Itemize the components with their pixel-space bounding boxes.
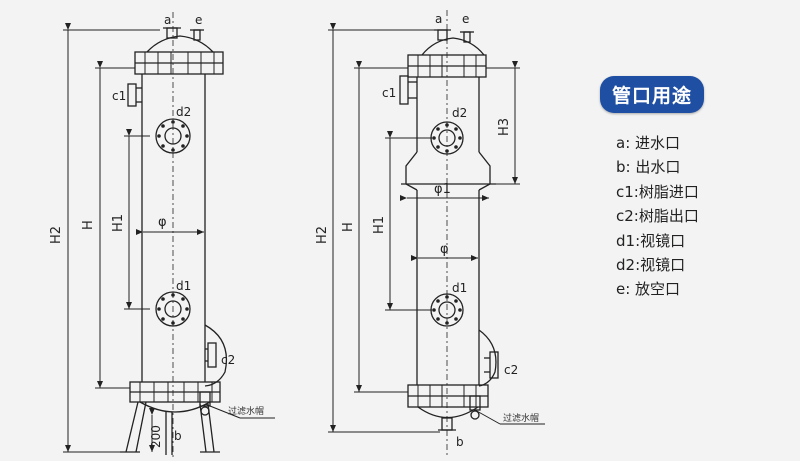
- right-bottom-bulge: [478, 329, 497, 387]
- right-nozzle-a: [437, 29, 448, 41]
- right-bottom-head: [417, 406, 479, 419]
- legend-item-c2: c2:树脂出口: [616, 207, 699, 226]
- left-bottom-head: [139, 401, 211, 413]
- right-label-H: H: [341, 222, 356, 232]
- left-nozzle-c1: [127, 83, 137, 107]
- legend-item-e: e: 放空口: [616, 280, 681, 299]
- left-label-phi: φ: [158, 215, 167, 230]
- right-labels: a e c1 d2 d1 c2 H2 H H1 H3 φ1 φ b 过滤水帽: [315, 12, 539, 449]
- left-label-H2: H2: [49, 226, 64, 244]
- right-top-head: [421, 37, 485, 56]
- left-nozzle-e: [193, 29, 201, 41]
- left-label-H1: H1: [111, 214, 126, 232]
- right-vessel: [328, 10, 545, 458]
- legend-item-d2: d2:视镜口: [616, 256, 686, 275]
- left-vessel: [63, 12, 275, 458]
- right-label-phi1: φ1: [434, 182, 451, 197]
- left-labels: a e c1 d2 d1 c2 H2 H H1 φ 200 b 过滤水帽: [49, 13, 264, 448]
- left-label-filter-cap: 过滤水帽: [228, 405, 264, 417]
- right-label-e: e: [462, 12, 469, 26]
- right-label-filter-cap: 过滤水帽: [503, 412, 539, 424]
- left-nozzle-c2: [207, 342, 217, 368]
- right-expansion-left: [405, 151, 418, 191]
- nozzle-legend: 管口用途 a: 进水口 b: 出水口 c1:树脂进口 c2:树脂出口 d1:视镜…: [600, 76, 790, 302]
- right-expansion-right: [478, 151, 491, 191]
- right-nozzle-c2: [489, 351, 499, 379]
- legend-list: a: 进水口 b: 出水口 c1:树脂进口 c2:树脂出口 d1:视镜口 d2:…: [616, 131, 790, 302]
- right-label-c2: c2: [504, 363, 518, 377]
- right-label-phi: φ: [440, 242, 449, 257]
- right-label-H2: H2: [315, 226, 330, 244]
- right-label-H1: H1: [372, 216, 387, 234]
- left-label-c2: c2: [221, 353, 235, 367]
- left-label-d2: d2: [176, 105, 191, 119]
- right-label-d2: d2: [452, 106, 467, 120]
- left-label-200: 200: [149, 425, 163, 448]
- left-label-c1: c1: [112, 89, 126, 103]
- left-label-b: b: [174, 429, 182, 443]
- left-label-d1: d1: [176, 279, 191, 293]
- left-top-head: [146, 35, 214, 53]
- left-leg: [125, 401, 139, 453]
- legend-title: 管口用途: [600, 76, 705, 113]
- right-label-b: b: [456, 435, 464, 449]
- legend-item-d1: d1:视镜口: [616, 231, 686, 250]
- right-label-a: a: [435, 12, 442, 26]
- legend-item-b: b: 出水口: [616, 158, 681, 177]
- right-leg: [199, 403, 207, 453]
- left-label-e: e: [195, 13, 202, 27]
- right-label-H3: H3: [497, 118, 512, 136]
- right-label-c1: c1: [382, 86, 396, 100]
- right-nozzle-c1: [399, 75, 409, 105]
- legend-item-a: a: 进水口: [616, 134, 681, 152]
- left-label-a: a: [164, 13, 171, 27]
- right-label-d1: d1: [452, 281, 467, 295]
- left-label-H: H: [81, 220, 96, 230]
- legend-item-c1: c1:树脂进口: [616, 182, 699, 201]
